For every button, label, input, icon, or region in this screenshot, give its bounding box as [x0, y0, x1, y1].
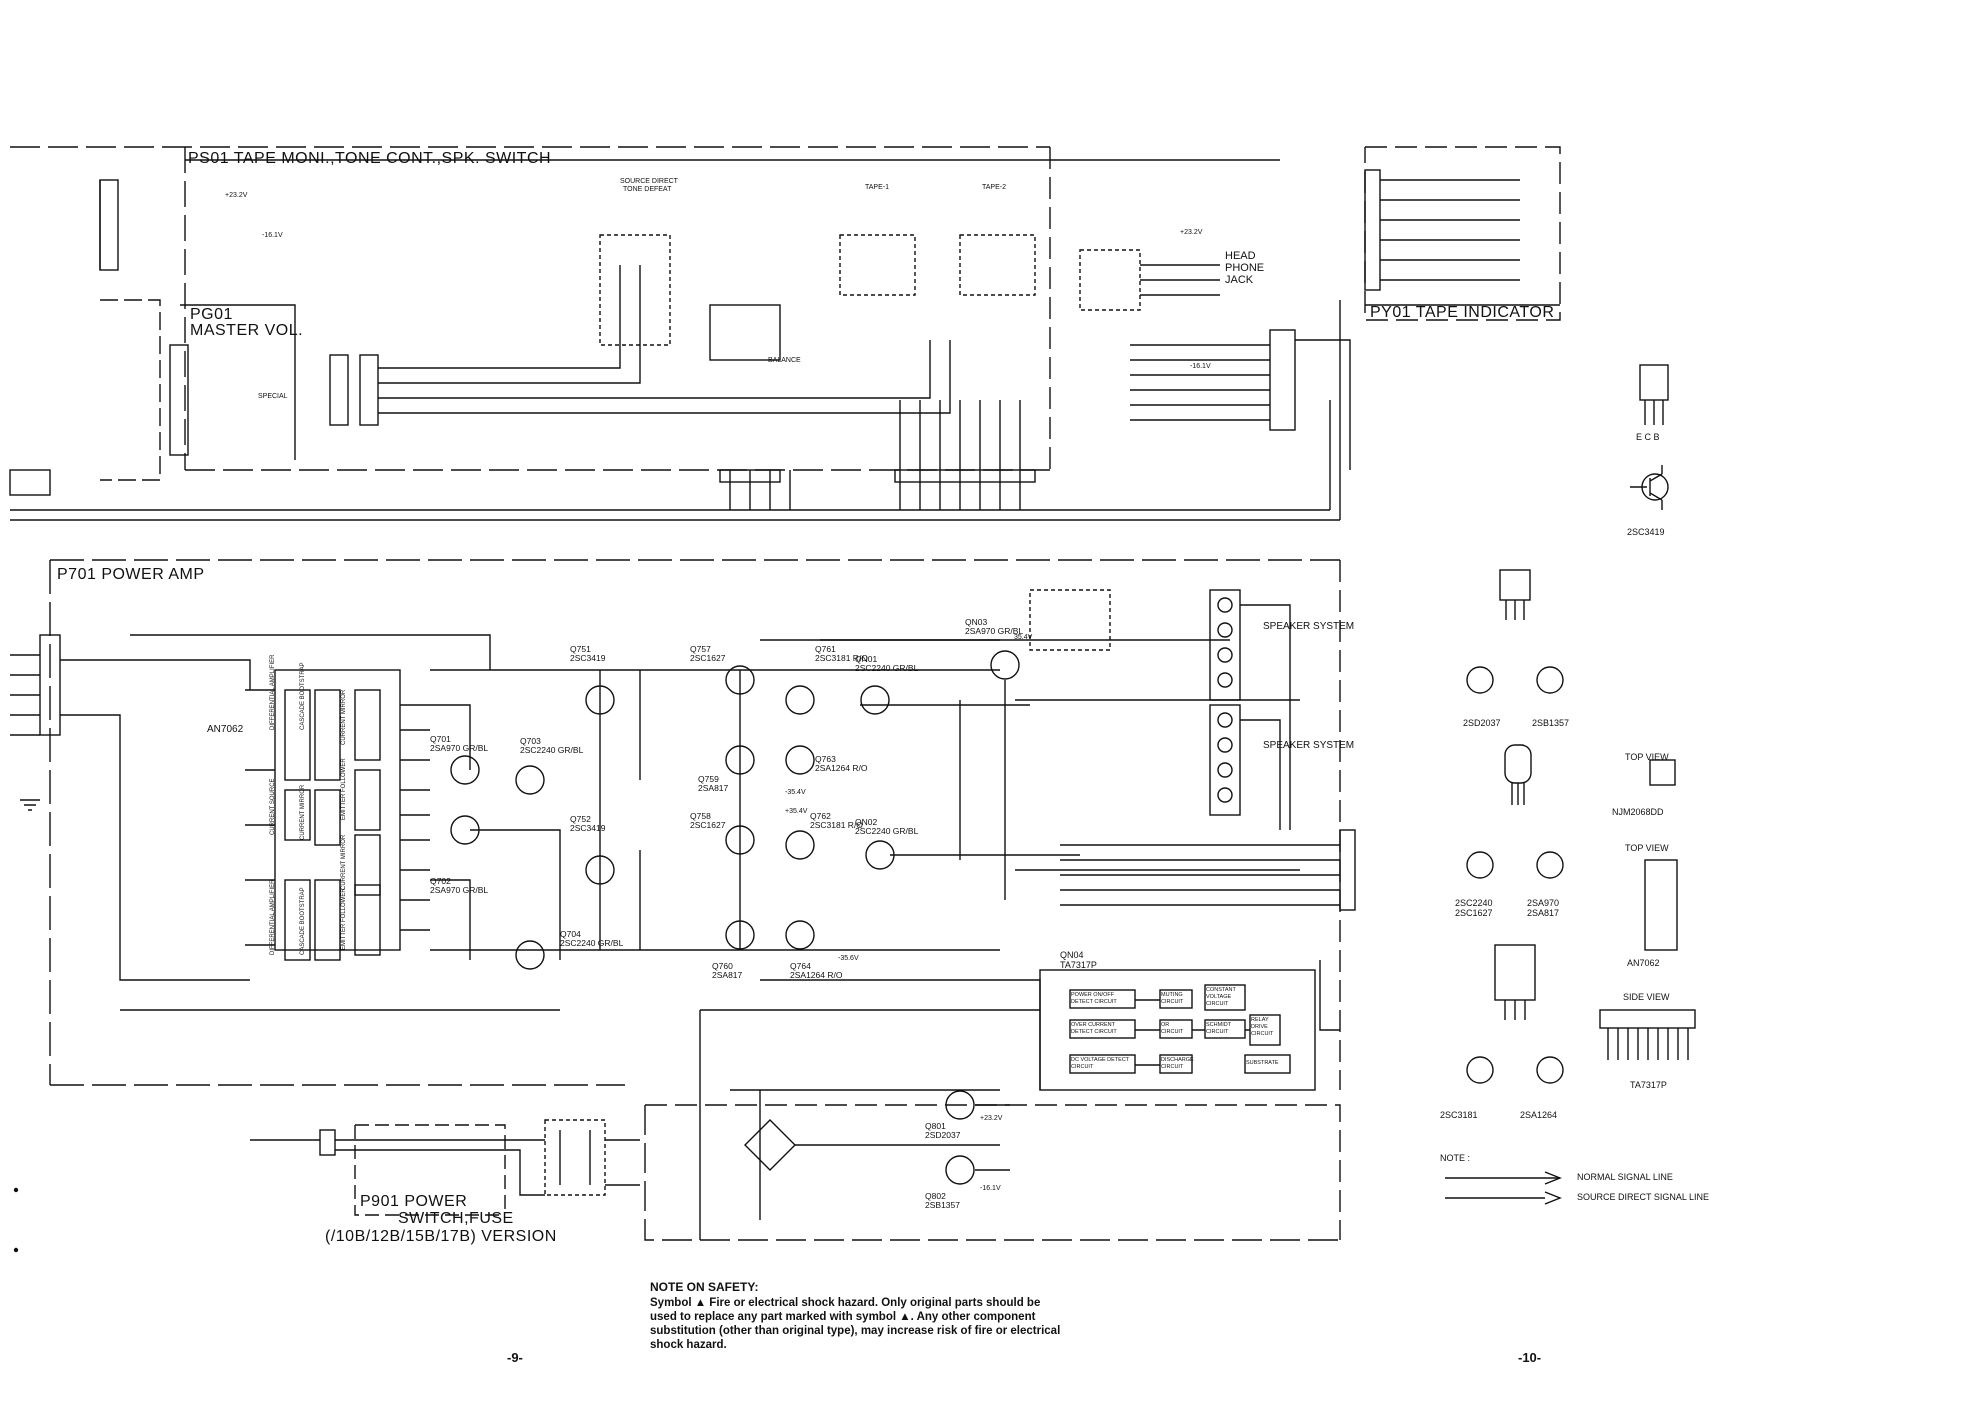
legend-2sc3419: 2SC3419	[1627, 527, 1665, 537]
p701-title: P701 POWER AMP	[57, 566, 205, 583]
tone-defeat-label: TONE DEFEAT	[623, 186, 672, 193]
an7062-label: AN7062	[207, 724, 244, 735]
an-block-mirror-2: CURRENT MIRROR	[300, 784, 306, 840]
voltage-label: +35.4V	[785, 808, 808, 815]
an-block-diff-amp-1: DIFFERENTIAL AMPLIFIER	[270, 654, 276, 730]
special-label: SPECIAL	[258, 393, 288, 400]
an-block-current-source: CURRENT SOURCE	[270, 778, 276, 835]
an-block-cascade-1: CASCADE BOOTSTRAP	[300, 662, 306, 730]
pg01-subtitle: MASTER VOL.	[190, 322, 304, 339]
ta-block-relay-drive: RELAY DRIVE CIRCUIT	[1251, 1017, 1274, 1037]
page-number-left: -9-	[507, 1350, 523, 1365]
ta-block-discharge: DISCHARGE CIRCUIT	[1161, 1057, 1194, 1070]
balance-label: BALANCE	[768, 357, 801, 364]
ta-block-schmidt: SCHMIDT CIRCUIT	[1206, 1022, 1231, 1035]
voltage-label: -35.4V	[785, 789, 806, 796]
ta-block-substrate: SUBSTRATE	[1246, 1060, 1279, 1066]
ta-block-over-current: OVER CURRENT DETECT CIRCUIT	[1071, 1022, 1117, 1035]
legend-2sb1357: 2SB1357	[1532, 718, 1570, 728]
tape1-label: TAPE-1	[865, 184, 889, 191]
tape2-label: TAPE-2	[982, 184, 1006, 191]
legend-2sc3419-pins: E C B	[1636, 432, 1660, 442]
an-block-emitter-2: EMITTER FOLLOWER	[341, 888, 347, 950]
legend-ta7317p: TA7317P	[1630, 1080, 1667, 1090]
voltage-label: -16.1V	[980, 1185, 1001, 1192]
qn04-label: QN04	[1060, 950, 1084, 960]
note-source-direct-signal: SOURCE DIRECT SIGNAL LINE	[1577, 1192, 1710, 1202]
p901-subtitle: SWITCH,FUSE	[398, 1210, 514, 1227]
ta7317p-label: TA7317P	[1060, 960, 1097, 970]
speaker-system-a-label: SPEAKER SYSTEM	[1263, 621, 1355, 632]
p901-title: P901 POWER	[360, 1193, 468, 1210]
top-view-label-1: TOP VIEW	[1625, 752, 1669, 762]
ta-block-constant-voltage: CONSTANT VOLTAGE CIRCUIT	[1206, 987, 1236, 1007]
py01-title: PY01 TAPE INDICATOR	[1370, 304, 1555, 321]
ta-block-power-detect: POWER ON/OFF DETECT CIRCUIT	[1071, 992, 1117, 1005]
side-view-label: SIDE VIEW	[1623, 992, 1670, 1002]
an-block-mirror-1: CURRENT MIRROR	[341, 689, 347, 745]
legend-2sc3181: 2SC3181	[1440, 1110, 1478, 1120]
top-view-label-2: TOP VIEW	[1625, 843, 1669, 853]
p901-version: (/10B/12B/15B/17B) VERSION	[325, 1228, 557, 1245]
legend-2sa970: 2SA970 2SA817	[1527, 898, 1560, 918]
legend-2sa1264: 2SA1264	[1520, 1110, 1558, 1120]
ps01-title: PS01 TAPE MONI.,TONE CONT.,SPK. SWITCH	[188, 150, 552, 167]
voltage-label: +23.2V	[225, 192, 248, 199]
pg01-title: PG01	[190, 306, 233, 323]
voltage-label: -16.1V	[1190, 363, 1211, 370]
voltage-label: -16.1V	[262, 232, 283, 239]
legend-2sc2240: 2SC2240 2SC1627	[1455, 898, 1493, 918]
voltage-label: +23.2V	[1180, 229, 1203, 236]
speaker-system-b-label: SPEAKER SYSTEM	[1263, 740, 1355, 751]
voltage-label: +23.2V	[980, 1115, 1003, 1122]
page-number-right: -10-	[1518, 1350, 1542, 1365]
note-title: NOTE :	[1440, 1153, 1471, 1163]
ta-block-or: OR CIRCUIT	[1161, 1022, 1184, 1035]
safety-note: NOTE ON SAFETY: Symbol ▲ Fire or electri…	[650, 1280, 1070, 1352]
legend-an7062: AN7062	[1627, 958, 1660, 968]
note-normal-signal: NORMAL SIGNAL LINE	[1577, 1172, 1673, 1182]
an-block-cascade-2: CASCADE BOOTSTRAP	[300, 887, 306, 955]
ta-block-dc-voltage: DC VOLTAGE DETECT CIRCUIT	[1071, 1057, 1130, 1070]
source-direct-label: SOURCE DIRECT	[620, 178, 678, 185]
an-block-emitter-1: EMITTER FOLLOWER	[341, 758, 347, 820]
an-block-diff-amp-2: DIFFERENTIAL AMPLIFIER	[270, 879, 276, 955]
voltage-label: -35.6V	[838, 955, 859, 962]
voltage-label: 35.4V	[1014, 634, 1033, 641]
legend-njm2068dd: NJM2068DD	[1612, 807, 1664, 817]
ta-block-muting: MUTING CIRCUIT	[1161, 992, 1184, 1005]
safety-note-body: Symbol ▲ Fire or electrical shock hazard…	[650, 1297, 1061, 1351]
legend-2sd2037: 2SD2037	[1463, 718, 1501, 728]
safety-note-title: NOTE ON SAFETY:	[650, 1280, 759, 1294]
